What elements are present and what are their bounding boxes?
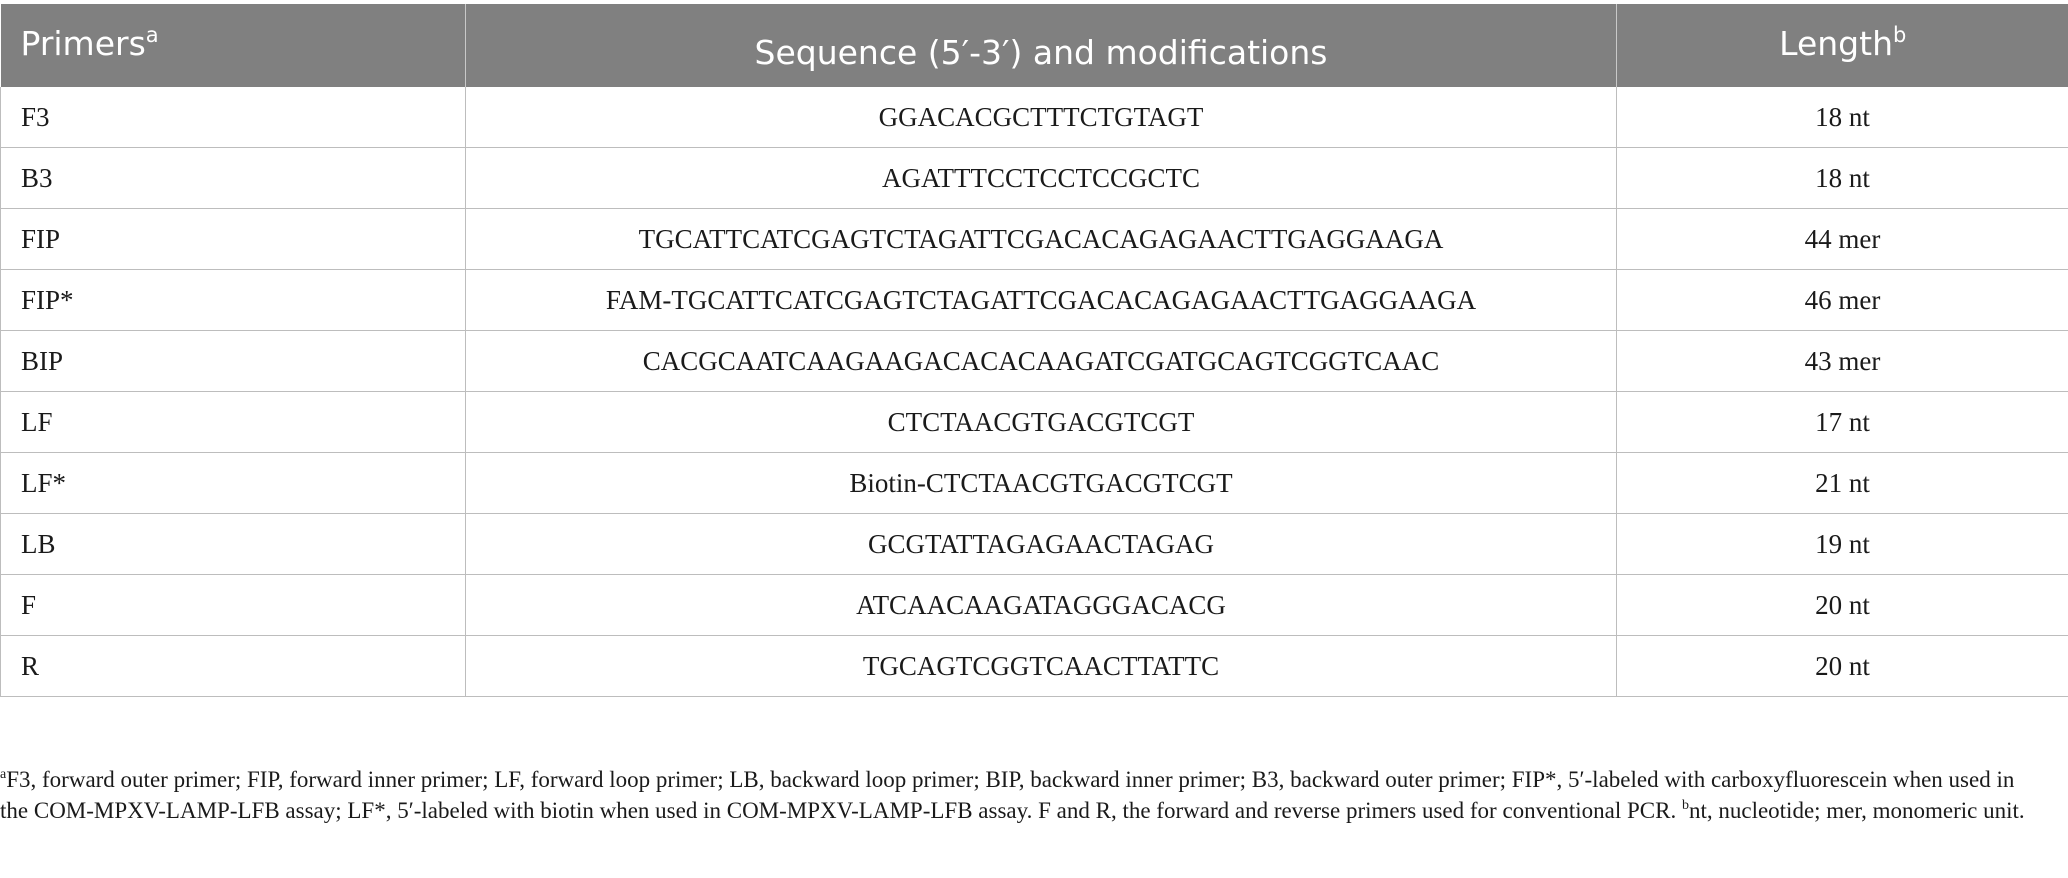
primer-length: 18 nt <box>1616 87 2068 148</box>
primer-length: 17 nt <box>1616 391 2068 453</box>
header-primers: Primersa <box>0 4 466 87</box>
primer-length: 19 nt <box>1616 513 2068 575</box>
table-row: FIP* FAM-TGCATTCATCGAGTCTAGATTCGACACAGAG… <box>0 269 2068 331</box>
primer-sequence: AGATTTCCTCCTCCGCTC <box>465 147 1617 209</box>
primer-sequence: GGACACGCTTTCTGTAGT <box>465 87 1617 148</box>
primer-length: 21 nt <box>1616 452 2068 514</box>
header-length-sup: b <box>1892 23 1907 47</box>
primer-table: Primersa Sequence (5′-3′) and modificati… <box>0 4 2068 697</box>
primer-sequence: FAM-TGCATTCATCGAGTCTAGATTCGACACAGAGAACTT… <box>465 269 1617 331</box>
primer-sequence: TGCATTCATCGAGTCTAGATTCGACACAGAGAACTTGAGG… <box>465 208 1617 270</box>
header-sequence-label: Sequence (5′-3′) and modifications <box>754 33 1328 72</box>
footnote-b-text: nt, nucleotide; mer, monomeric unit. <box>1688 798 2025 823</box>
header-sequence: Sequence (5′-3′) and modifications <box>465 4 1617 87</box>
table-row: LF* Biotin-CTCTAACGTGACGTCGT 21 nt <box>0 452 2068 514</box>
footnote-a-text: F3, forward outer primer; FIP, forward i… <box>0 767 2015 823</box>
table-row: F ATCAACAAGATAGGGACACG 20 nt <box>0 574 2068 636</box>
primer-name: B3 <box>0 147 466 209</box>
primer-name: LF* <box>0 452 466 514</box>
primer-length: 43 mer <box>1616 330 2068 392</box>
primer-length: 46 mer <box>1616 269 2068 331</box>
primer-name: LF <box>0 391 466 453</box>
table-row: R TGCAGTCGGTCAACTTATTC 20 nt <box>0 635 2068 697</box>
header-row: Primersa Sequence (5′-3′) and modificati… <box>0 4 2068 87</box>
header-primers-label: Primers <box>20 24 146 63</box>
primer-length: 20 nt <box>1616 574 2068 636</box>
primer-name: FIP* <box>0 269 466 331</box>
primer-length: 18 nt <box>1616 147 2068 209</box>
primer-name: F3 <box>0 87 466 148</box>
primer-name: FIP <box>0 208 466 270</box>
table-row: B3 AGATTTCCTCCTCCGCTC 18 nt <box>0 147 2068 209</box>
primer-table-container: Primersa Sequence (5′-3′) and modificati… <box>0 4 2068 697</box>
primer-sequence: GCGTATTAGAGAACTAGAG <box>465 513 1617 575</box>
primer-sequence: CACGCAATCAAGAAGACACACAAGATCGATGCAGTCGGTC… <box>465 330 1617 392</box>
primer-name: F <box>0 574 466 636</box>
table-row: BIP CACGCAATCAAGAAGACACACAAGATCGATGCAGTC… <box>0 330 2068 392</box>
footnote-b-mark: b <box>1681 798 1689 813</box>
table-row: LB GCGTATTAGAGAACTAGAG 19 nt <box>0 513 2068 575</box>
primer-sequence: CTCTAACGTGACGTCGT <box>465 391 1617 453</box>
primer-sequence: TGCAGTCGGTCAACTTATTC <box>465 635 1617 697</box>
table-row: LF CTCTAACGTGACGTCGT 17 nt <box>0 391 2068 453</box>
footnote-a-mark: a <box>0 767 7 782</box>
primer-length: 20 nt <box>1616 635 2068 697</box>
header-length-label: Length <box>1779 24 1893 63</box>
primer-name: LB <box>0 513 466 575</box>
primer-name: BIP <box>0 330 466 392</box>
primer-length: 44 mer <box>1616 208 2068 270</box>
table-row: FIP TGCATTCATCGAGTCTAGATTCGACACAGAGAACTT… <box>0 208 2068 270</box>
table-row: F3 GGACACGCTTTCTGTAGT 18 nt <box>0 87 2068 148</box>
header-length: Lengthb <box>1616 4 2068 87</box>
header-primers-sup: a <box>145 23 159 47</box>
primer-name: R <box>0 635 466 697</box>
primer-sequence: Biotin-CTCTAACGTGACGTCGT <box>465 452 1617 514</box>
table-footnote: aF3, forward outer primer; FIP, forward … <box>0 764 2040 826</box>
primer-sequence: ATCAACAAGATAGGGACACG <box>465 574 1617 636</box>
